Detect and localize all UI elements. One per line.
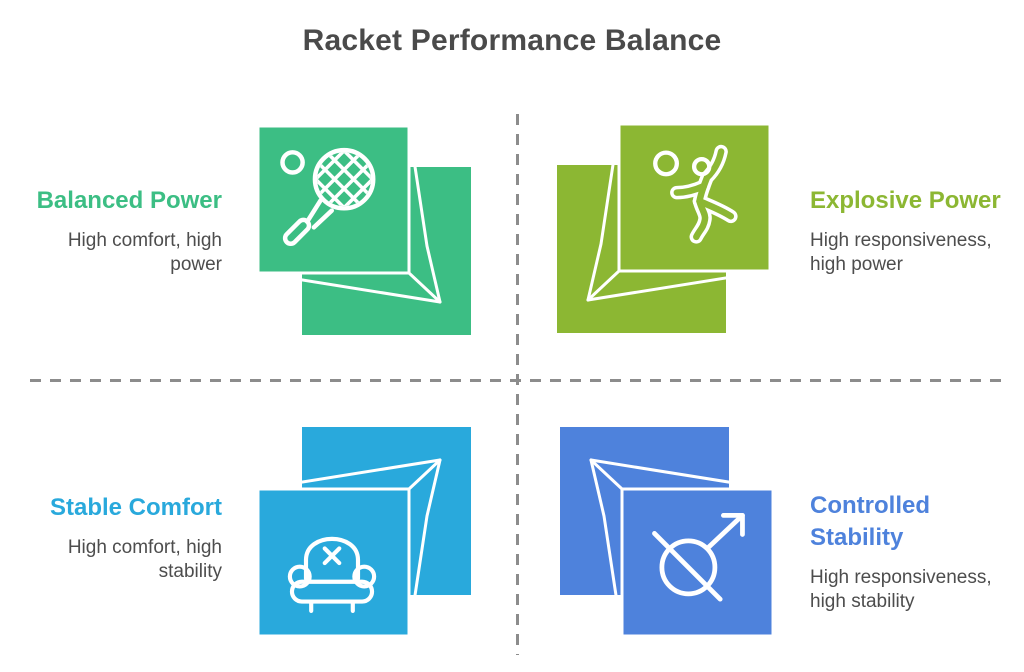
cube-edge	[257, 458, 442, 491]
cube-edge	[407, 458, 442, 491]
cube-front-face	[620, 487, 775, 638]
cube-front-face	[256, 487, 411, 638]
quadrant-title-stable-comfort: Stable Comfort	[49, 494, 222, 521]
vertical-dashed-divider	[516, 114, 519, 655]
cube-edge	[407, 271, 442, 304]
player-head	[691, 156, 712, 177]
compass-arrow-icon	[652, 513, 745, 602]
volleyball-icon	[653, 150, 679, 177]
cube-controlled-stability	[560, 427, 775, 638]
quadrant-subtitle-controlled-stability: High responsiveness, high stability	[810, 567, 992, 612]
cube-edge	[407, 458, 442, 637]
cube-edge	[589, 458, 624, 637]
cushion-button	[322, 546, 342, 566]
cube-edge	[586, 269, 771, 302]
cube-edge	[589, 458, 624, 491]
quadrant-title-explosive-power: Explosive Power	[810, 187, 1001, 214]
cube-edge	[586, 123, 621, 302]
quadrant-subtitle-balanced-power: High comfort, high power	[67, 230, 222, 275]
cube-edge	[257, 271, 442, 304]
arrow-head	[720, 513, 745, 537]
horizontal-dashed-divider	[30, 379, 1008, 382]
cube-edge	[586, 269, 621, 302]
cube-edge	[589, 458, 774, 491]
volleyball-player-icon	[653, 144, 738, 244]
armchair-icon	[287, 536, 377, 613]
quadrant-title-balanced-power: Balanced Power	[36, 187, 222, 214]
tennis-ball-icon	[280, 150, 305, 175]
page-title: Racket Performance Balance	[302, 24, 722, 57]
quadrant-subtitle-explosive-power: High responsiveness, high power	[810, 230, 992, 275]
quadrant-title-controlled-stability: Controlled Stability	[810, 492, 930, 551]
cube-stable-comfort	[256, 427, 471, 638]
quadrant-subtitle-stable-comfort: High comfort, high stability	[67, 537, 222, 582]
cube-edge	[407, 125, 442, 304]
arrow-shaft	[705, 513, 745, 551]
slash-line	[652, 531, 723, 602]
tennis-racket-icon	[280, 147, 376, 247]
